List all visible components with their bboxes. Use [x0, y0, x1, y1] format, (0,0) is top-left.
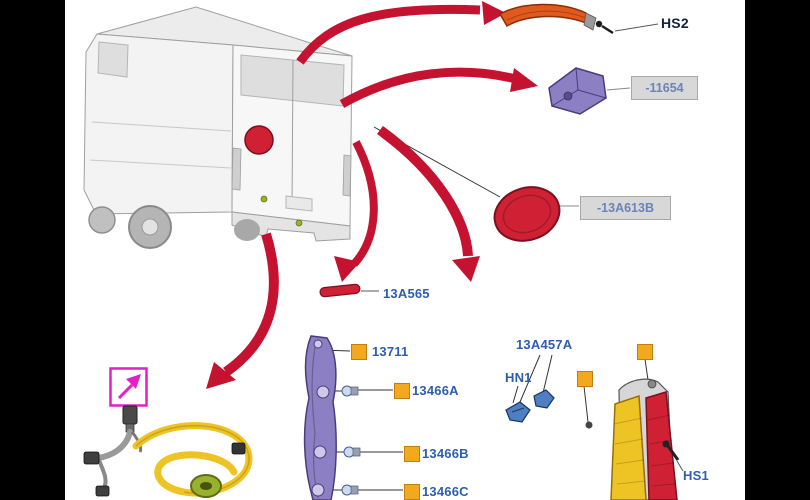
- part-number-text: -11654: [645, 81, 684, 95]
- highlight-dot: [260, 195, 268, 203]
- lamp-bracket-part: [303, 335, 337, 500]
- clip-part: [533, 389, 555, 409]
- license-plate: [285, 195, 313, 212]
- right-tail-lamp-location: [342, 154, 352, 197]
- callout-label-13466b[interactable]: 13466B: [422, 446, 469, 461]
- wheel: [88, 206, 116, 234]
- connector: [83, 451, 100, 465]
- high-mount-lamp-part: [498, 3, 614, 35]
- wiring-harness-part: [83, 405, 253, 498]
- arrow-to-license-lamp: [339, 67, 538, 108]
- part-number-box-11654[interactable]: -11654: [631, 76, 698, 100]
- fastener-marker: [577, 371, 593, 387]
- callout-label-hs1[interactable]: HS1: [683, 468, 709, 483]
- reflector-part: [319, 283, 361, 298]
- highlight-dot: [295, 219, 303, 227]
- arrow-to-high-mount-lamp: [296, 1, 506, 65]
- arrow-to-harness: [206, 232, 279, 389]
- fastener-marker: [637, 344, 653, 360]
- fastener-marker: [404, 446, 420, 462]
- bulb-socket: [313, 445, 327, 459]
- left-tail-lamp-location: [231, 147, 242, 191]
- part-number-text: -13A613B: [597, 201, 654, 215]
- letterbox-right: [745, 0, 810, 500]
- letterbox-left: [0, 0, 65, 500]
- part-number-box-13a613b[interactable]: -13A613B: [580, 196, 671, 220]
- bulb-icon: [341, 385, 359, 397]
- callout-label-13a457a[interactable]: 13A457A: [516, 337, 573, 352]
- callout-label-13a565[interactable]: 13A565: [383, 286, 430, 301]
- callout-label-13466a[interactable]: 13466A: [412, 383, 459, 398]
- highlighted-disc-location: [244, 125, 274, 155]
- blanking-disc-part: [493, 186, 561, 242]
- connector: [231, 442, 246, 455]
- van-rear-illustration: [83, 6, 353, 249]
- amber-lens: [610, 394, 647, 500]
- bulb-socket: [311, 483, 325, 497]
- bulb-icon: [343, 446, 361, 458]
- arrow-to-lamp-cluster: [377, 125, 480, 282]
- fastener-marker: [351, 344, 367, 360]
- callout-label-hn1[interactable]: HN1: [505, 370, 532, 385]
- callout-label-hs2[interactable]: HS2: [661, 15, 689, 31]
- bulb-socket: [316, 385, 330, 399]
- callout-label-13711[interactable]: 13711: [372, 344, 409, 359]
- clip-part: [505, 401, 531, 423]
- bulb-icon: [341, 484, 359, 496]
- pointer-arrows: [206, 1, 538, 389]
- connector: [95, 485, 110, 497]
- stud: [585, 421, 593, 429]
- fastener-marker: [404, 484, 420, 500]
- wheel: [234, 219, 260, 241]
- arrow-to-reflector: [334, 140, 378, 282]
- screw-icon: [662, 440, 680, 461]
- bulb-icons: [341, 385, 361, 496]
- tail-lamp-part: [610, 378, 680, 500]
- detail-arrow-symbol: [109, 367, 148, 407]
- clip-parts: [505, 386, 654, 429]
- fastener-marker: [394, 383, 410, 399]
- callout-label-13466c[interactable]: 13466C: [422, 484, 469, 499]
- license-lamp-part: [548, 67, 607, 115]
- red-lens: [645, 391, 678, 500]
- screw-icon: [595, 20, 614, 35]
